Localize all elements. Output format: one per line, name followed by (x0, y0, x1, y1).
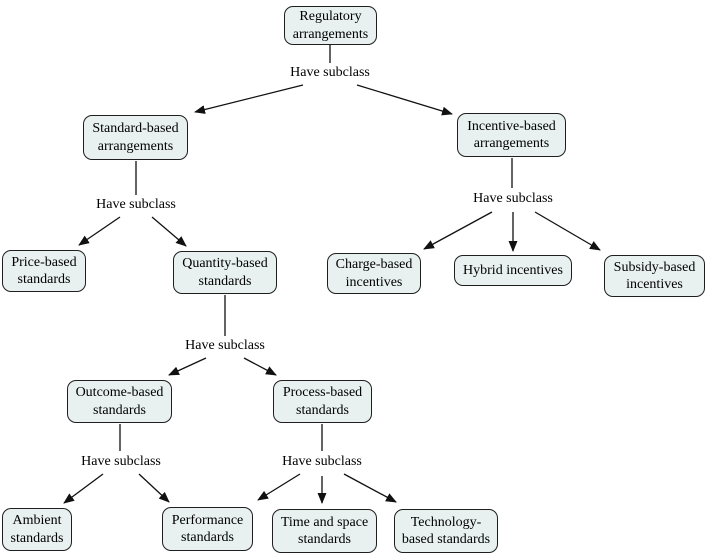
edge-process-performance (257, 473, 301, 501)
node-regulatory-arrangements: Regulatory arrangements (284, 6, 377, 45)
edge-label-have-subclass-outcome: Have subclass (79, 454, 163, 470)
edge-quantity-process (243, 357, 277, 376)
edge-process-technology (343, 473, 397, 503)
edge-label-have-subclass-process: Have subclass (280, 454, 364, 470)
edge-regulatory-incentive (356, 84, 453, 116)
node-incentive-based-arrangements: Incentive-based arrangements (457, 113, 566, 157)
node-time-and-space-standards: Time and space standards (272, 509, 377, 553)
node-quantity-based-standards: Quantity-based standards (173, 251, 277, 294)
node-standard-based-arrangements: Standard-based arrangements (83, 115, 188, 160)
node-process-based-standards: Process-based standards (273, 380, 372, 423)
edge-incentive-subsidy (534, 211, 601, 251)
edge-regulatory-standard (194, 84, 304, 114)
edge-outcome-performance (138, 473, 170, 503)
node-subsidy-based-incentives: Subsidy-based incentives (604, 255, 705, 297)
node-hybrid-incentives: Hybrid incentives (454, 255, 572, 286)
edge-quantity-outcome (168, 357, 207, 376)
edge-label-have-subclass-regulatory: Have subclass (288, 65, 372, 81)
edge-arrows (63, 84, 601, 504)
edge-incentive-charge (423, 211, 493, 250)
edge-stems (119, 45, 513, 451)
node-outcome-based-standards: Outcome-based standards (67, 380, 172, 423)
node-charge-based-incentives: Charge-based incentives (327, 253, 421, 294)
node-technology-based-standards: Technology-based standards (394, 509, 498, 553)
edge-outcome-ambient (63, 473, 104, 504)
node-price-based-standards: Price-based standards (2, 250, 86, 292)
edge-label-have-subclass-standard: Have subclass (94, 197, 178, 213)
edge-standard-price (78, 216, 121, 246)
edge-label-have-subclass-quantity: Have subclass (183, 338, 267, 354)
node-performance-standards: Performance standards (162, 507, 253, 551)
node-ambient-standards: Ambient standards (2, 508, 72, 551)
edge-standard-quantity (151, 216, 187, 247)
edge-label-have-subclass-incentive: Have subclass (471, 191, 555, 207)
